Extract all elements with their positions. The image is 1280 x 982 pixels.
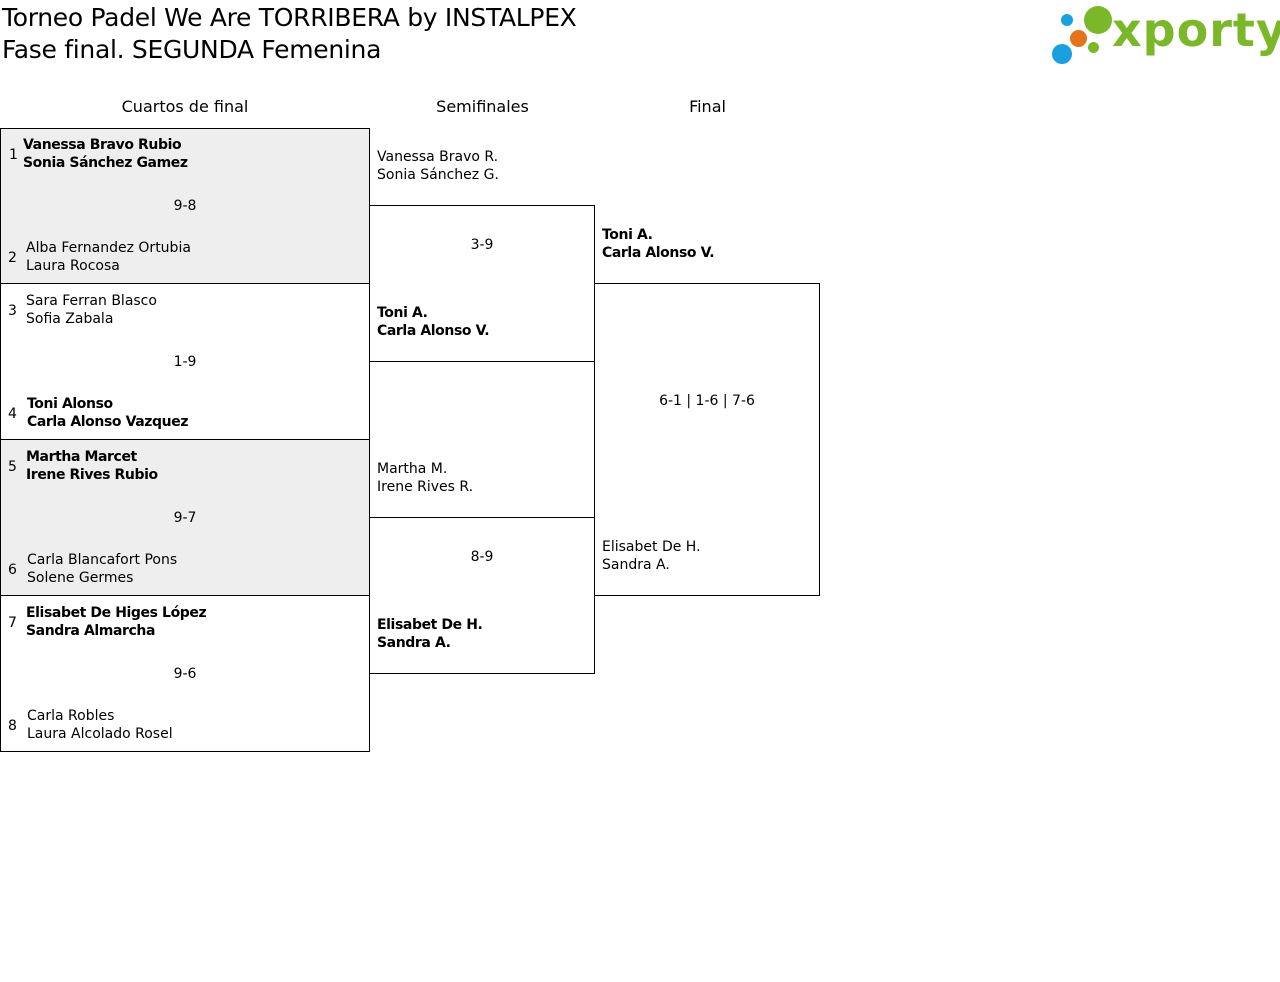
player-name: Carla Robles (27, 708, 115, 724)
seed-number: 3 (8, 303, 17, 319)
logo-dot-green-small-icon (1088, 42, 1099, 53)
seed-number: 6 (8, 562, 17, 578)
player-name: Toni A. (602, 227, 653, 243)
team-loser: Alba Fernandez Ortubia Laura Rocosa (26, 239, 191, 275)
match-score: 8-9 (470, 549, 494, 565)
player-name: Sandra A. (602, 557, 670, 573)
quarterfinal-match-3: 5 Martha Marcet Irene Rives Rubio 9-7 6 … (0, 439, 370, 596)
match-score: 1-9 (173, 354, 197, 370)
team-loser: Sara Ferran Blasco Sofia Zabala (26, 292, 157, 328)
player-name: Solene Germes (27, 570, 134, 586)
quarterfinal-match-1: 1 Vanessa Bravo Rubio Sonia Sánchez Game… (0, 128, 370, 284)
team-winner: Elisabet De Higes López Sandra Almarcha (26, 604, 207, 640)
match-score: 3-9 (470, 237, 494, 253)
round-label-final: Final (689, 97, 726, 116)
logo-dot-blue-large-icon (1052, 44, 1072, 64)
match-score: 9-6 (173, 666, 197, 682)
player-name: Laura Alcolado Rosel (27, 726, 173, 742)
semifinal-2-bottom-team: Elisabet De H. Sandra A. (377, 616, 483, 652)
seed-number: 7 (8, 615, 17, 631)
match-score: 6-1 | 1-6 | 7-6 (659, 393, 755, 409)
quarterfinal-match-2: 3 Sara Ferran Blasco Sofia Zabala 1-9 4 … (0, 283, 370, 440)
player-name: Vanessa Bravo Rubio (23, 137, 182, 153)
semifinal-1-top-team: Vanessa Bravo R. Sonia Sánchez G. (377, 148, 499, 184)
seed-number: 4 (8, 406, 17, 422)
player-name: Carla Blancafort Pons (27, 552, 178, 568)
round-label-quarterfinals: Cuartos de final (121, 97, 249, 116)
logo-dot-orange-icon (1070, 30, 1087, 47)
page-title: Torneo Padel We Are TORRIBERA by INSTALP… (2, 3, 577, 32)
player-name: Irene Rives R. (377, 479, 474, 495)
player-name: Alba Fernandez Ortubia (26, 240, 191, 256)
team-loser: Carla Blancafort Pons Solene Germes (27, 551, 177, 587)
seed-number: 8 (8, 718, 17, 734)
player-name: Sandra A. (377, 635, 451, 651)
quarterfinal-match-4: 7 Elisabet De Higes López Sandra Almarch… (0, 595, 370, 752)
player-name: Carla Alonso Vazquez (27, 414, 189, 430)
final-top-team: Toni A. Carla Alonso V. (602, 226, 715, 262)
player-name: Martha Marcet (26, 449, 137, 465)
logo-dot-green-icon (1084, 6, 1112, 34)
seed-number: 2 (8, 250, 17, 266)
player-name: Carla Alonso V. (377, 323, 490, 339)
team-winner: Martha Marcet Irene Rives Rubio (26, 448, 158, 484)
seed-number: 1 (9, 147, 18, 163)
team-loser: Carla Robles Laura Alcolado Rosel (27, 707, 173, 743)
player-name: Toni Alonso (27, 396, 113, 412)
player-name: Elisabet De H. (602, 539, 701, 555)
xporty-logo[interactable]: xporty (1050, 2, 1280, 68)
semifinal-1-bottom-team: Toni A. Carla Alonso V. (377, 304, 490, 340)
team-winner: Toni Alonso Carla Alonso Vazquez (27, 395, 188, 431)
player-name: Elisabet De Higes López (26, 605, 207, 621)
round-label-semifinals: Semifinales (436, 97, 529, 116)
match-score: 9-7 (173, 510, 197, 526)
player-name: Martha M. (377, 461, 448, 477)
player-name: Elisabet De H. (377, 617, 483, 633)
final-bottom-team: Elisabet De H. Sandra A. (602, 538, 701, 574)
player-name: Sonia Sánchez Gamez (23, 155, 188, 171)
seed-number: 5 (8, 459, 17, 475)
player-name: Sandra Almarcha (26, 623, 156, 639)
match-score: 9-8 (173, 198, 197, 214)
logo-dot-blue-icon (1061, 14, 1073, 26)
team-winner: Vanessa Bravo Rubio Sonia Sánchez Gamez (23, 136, 188, 172)
player-name: Sonia Sánchez G. (377, 167, 499, 183)
player-name: Irene Rives Rubio (26, 467, 158, 483)
logo-text: xporty (1112, 3, 1280, 57)
player-name: Sofia Zabala (26, 311, 114, 327)
player-name: Sara Ferran Blasco (26, 293, 157, 309)
player-name: Toni A. (377, 305, 428, 321)
player-name: Carla Alonso V. (602, 245, 715, 261)
final-match: 6-1 | 1-6 | 7-6 (594, 283, 820, 596)
semifinal-2-top-team: Martha M. Irene Rives R. (377, 460, 473, 496)
page-subtitle: Fase final. SEGUNDA Femenina (2, 35, 382, 64)
player-name: Laura Rocosa (26, 258, 120, 274)
player-name: Vanessa Bravo R. (377, 149, 499, 165)
